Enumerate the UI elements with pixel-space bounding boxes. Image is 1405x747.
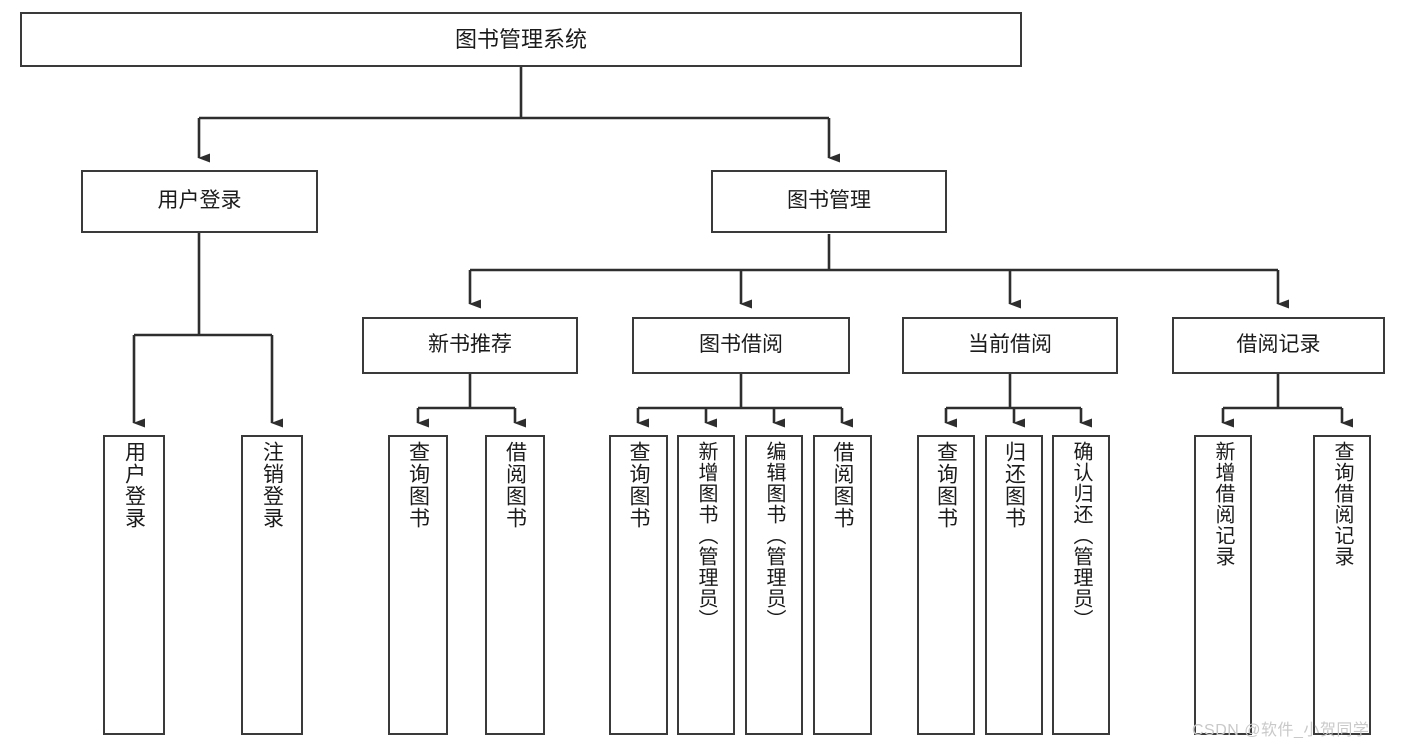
node-root-label: 图书管理系统: [454, 26, 587, 52]
node-leaf-add-book-label: 新增图书（管理员）: [695, 441, 717, 630]
node-current-borrow[interactable]: 当前借阅: [902, 317, 1118, 374]
watermark-text: CSDN @软件_小贺同学: [1192, 722, 1370, 739]
node-leaf-logout-login[interactable]: 注销登录: [241, 435, 303, 735]
node-new-book-recommend-label: 新书推荐: [428, 333, 512, 357]
node-leaf-add-record[interactable]: 新增借阅记录: [1194, 435, 1252, 735]
node-leaf-return-book[interactable]: 归还图书: [985, 435, 1043, 735]
node-leaf-borrow-book-1[interactable]: 借阅图书: [485, 435, 545, 735]
node-user-login-label: 用户登录: [157, 189, 242, 213]
node-leaf-query-book-2[interactable]: 查询图书: [609, 435, 668, 735]
node-leaf-query-book-3-label: 查询图书: [934, 441, 958, 529]
node-leaf-confirm-return-label: 确认归还（管理员）: [1070, 441, 1092, 630]
node-leaf-add-book[interactable]: 新增图书（管理员）: [677, 435, 735, 735]
node-leaf-user-login-label: 用户登录: [122, 441, 146, 529]
node-leaf-query-book-1-label: 查询图书: [406, 441, 430, 529]
node-borrow-record-label: 借阅记录: [1236, 333, 1321, 357]
node-leaf-query-record[interactable]: 查询借阅记录: [1313, 435, 1371, 735]
node-leaf-borrow-book-1-label: 借阅图书: [503, 441, 527, 529]
node-leaf-borrow-book-2[interactable]: 借阅图书: [813, 435, 872, 735]
node-leaf-confirm-return[interactable]: 确认归还（管理员）: [1052, 435, 1110, 735]
node-leaf-query-book-2-label: 查询图书: [627, 441, 650, 529]
node-user-login[interactable]: 用户登录: [81, 170, 318, 233]
node-new-book-recommend[interactable]: 新书推荐: [362, 317, 578, 374]
node-leaf-return-book-label: 归还图书: [1002, 441, 1026, 529]
node-book-borrow-label: 图书借阅: [699, 333, 783, 357]
node-leaf-user-login[interactable]: 用户登录: [103, 435, 165, 735]
node-leaf-edit-book-label: 编辑图书（管理员）: [763, 441, 785, 630]
node-leaf-query-book-1[interactable]: 查询图书: [388, 435, 448, 735]
node-book-borrow[interactable]: 图书借阅: [632, 317, 850, 374]
node-leaf-query-book-3[interactable]: 查询图书: [917, 435, 975, 735]
node-root[interactable]: 图书管理系统: [20, 12, 1022, 67]
node-borrow-record[interactable]: 借阅记录: [1172, 317, 1385, 374]
node-leaf-query-record-label: 查询借阅记录: [1331, 441, 1353, 567]
node-book-management[interactable]: 图书管理: [711, 170, 947, 233]
node-leaf-logout-login-label: 注销登录: [260, 441, 284, 529]
node-leaf-edit-book[interactable]: 编辑图书（管理员）: [745, 435, 803, 735]
node-current-borrow-label: 当前借阅: [968, 333, 1052, 357]
node-leaf-add-record-label: 新增借阅记录: [1212, 441, 1234, 567]
node-book-management-label: 图书管理: [787, 189, 871, 213]
node-leaf-borrow-book-2-label: 借阅图书: [831, 441, 854, 529]
